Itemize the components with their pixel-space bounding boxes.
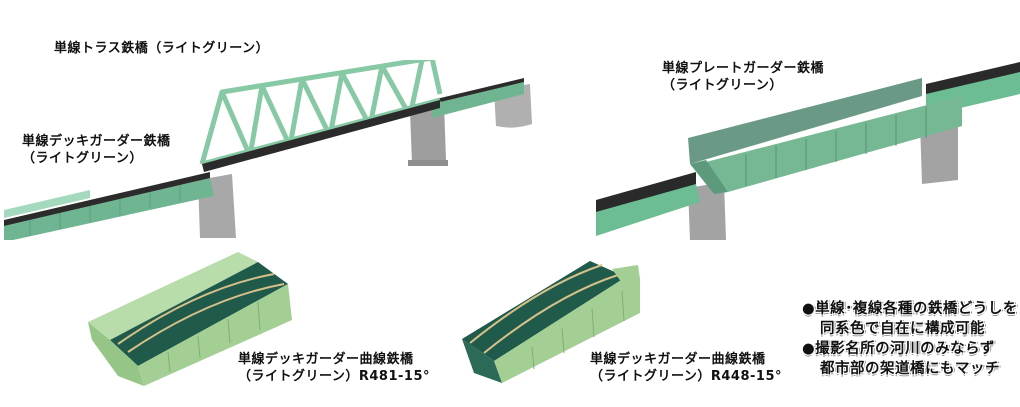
product-name: 単線デッキガーダー曲線鉄橋 — [590, 352, 766, 367]
truss-bridge-label: 単線トラス鉄橋（ライトグリーン） — [54, 40, 269, 57]
truss-bridge-scene — [0, 60, 560, 240]
feature-line: 都市部の架道橋にもマッチ — [820, 361, 1000, 377]
product-color: （ライトグリーン） — [22, 151, 143, 166]
feature-line: ●撮影名所の河川のみならず — [802, 341, 995, 357]
product-name: 単線デッキガーダー鉄橋 — [22, 134, 171, 149]
feature-list: ●単線･複線各種の鉄橋どうしを 同系色で自在に構成可能 ●撮影名所の河川のみなら… — [802, 299, 1018, 379]
feature-line: 同系色で自在に構成可能 — [820, 321, 985, 337]
product-name: 単線デッキガーダー曲線鉄橋 — [238, 352, 414, 367]
plate-girder-scene — [596, 60, 1020, 240]
product-color: （ライトグリーン）R481-15° — [238, 369, 430, 384]
curved-r448-label: 単線デッキガーダー曲線鉄橋 （ライトグリーン）R448-15° — [590, 351, 782, 385]
plate-girder-illustration — [596, 62, 1020, 240]
curved-r481-label: 単線デッキガーダー曲線鉄橋 （ライトグリーン）R481-15° — [238, 351, 430, 385]
product-name: 単線プレートガーダー鉄橋 — [662, 61, 825, 76]
curved-r448-image — [462, 255, 644, 387]
product-name: 単線トラス鉄橋 — [54, 41, 149, 56]
deck-girder-label: 単線デッキガーダー鉄橋 （ライトグリーン） — [22, 133, 171, 167]
product-color: （ライトグリーン） — [148, 41, 270, 56]
product-color: （ライトグリーン） — [662, 78, 783, 93]
plate-girder-label: 単線プレートガーダー鉄橋 （ライトグリーン） — [662, 60, 824, 94]
pier-icon — [198, 84, 532, 238]
product-color: （ライトグリーン）R448-15° — [590, 369, 782, 384]
feature-line: ●単線･複線各種の鉄橋どうしを — [802, 301, 1018, 317]
truss-bridge-illustration — [4, 60, 532, 240]
curved-r481-image — [88, 248, 298, 386]
